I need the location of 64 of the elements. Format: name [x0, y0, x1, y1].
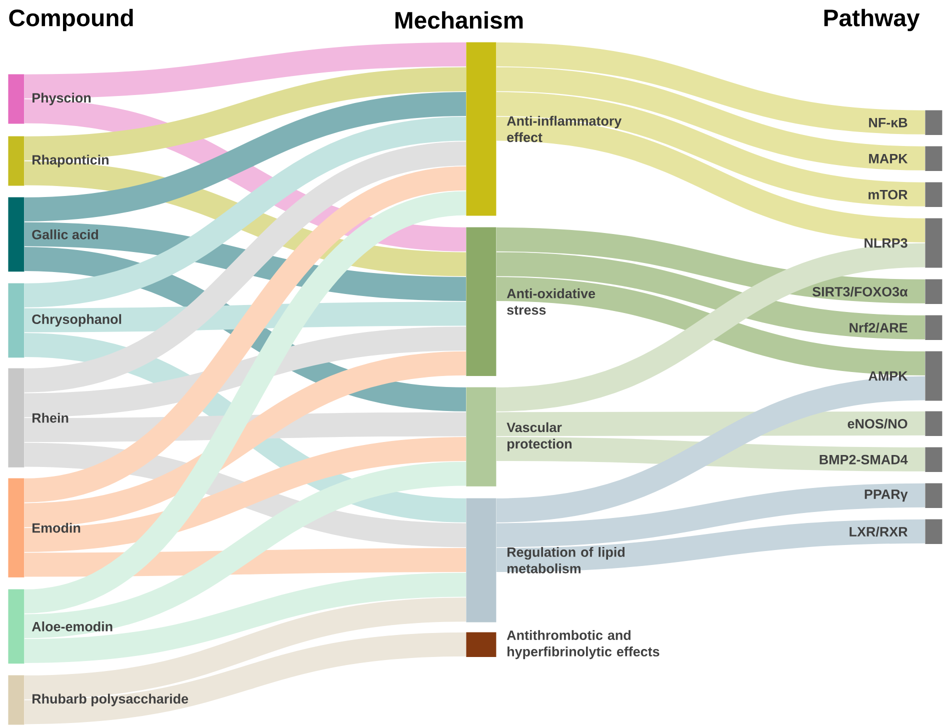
sankey-bar: [466, 387, 496, 486]
flow-band: [24, 42, 466, 98]
node-label: NF-κB: [869, 118, 908, 128]
sankey-bar: [925, 351, 942, 401]
sankey-bar: [466, 632, 496, 657]
node-label: BMP2-SMAD4: [820, 454, 908, 464]
node-label: MAPK: [869, 154, 908, 164]
node-label: Aloe-emodin: [32, 621, 112, 632]
sankey-bar: [925, 483, 942, 508]
node-label: Antithrombotic and hyperfibrinolytic effects: [506, 630, 660, 660]
node-label: Physcion: [32, 92, 91, 106]
node-label: mTOR: [868, 190, 908, 200]
node-label: Anti-oxidative stress: [506, 288, 596, 315]
sankey-bar: [925, 519, 942, 544]
flow-band: [496, 252, 926, 340]
sankey-bar: [925, 218, 942, 268]
node-label: eNOS/NO: [848, 418, 908, 429]
sankey-bar: [8, 675, 24, 725]
sankey-bar: [925, 315, 942, 340]
flow-band: [24, 222, 466, 301]
flow-band: [24, 572, 466, 663]
sankey-bar: [925, 447, 942, 472]
node-label: Emodin: [32, 522, 80, 533]
column-header: Pathway: [824, 8, 920, 32]
flow-band: [22, 166, 468, 502]
sankey-bar: [8, 136, 24, 186]
node-label: SIRT3/FOXO3α: [812, 286, 908, 297]
node-label: Regulation of lipid metabolism: [508, 547, 624, 574]
flow-band: [22, 191, 468, 614]
sankey-bar: [8, 478, 24, 578]
sankey-bar: [925, 411, 942, 436]
sankey-bar: [8, 74, 24, 124]
flow-band: [496, 411, 925, 436]
node-label: Rhubarb polysaccharide: [32, 694, 188, 706]
flow-band: [24, 598, 466, 700]
sankey-bar: [8, 283, 24, 358]
flow-band: [496, 483, 926, 548]
sankey-bar: [925, 146, 942, 171]
sankey-bar: [925, 279, 942, 304]
node-label: NLRP3: [864, 238, 908, 248]
node-label: Rhein: [32, 412, 68, 423]
node-label: Vascular protection: [506, 422, 572, 452]
flow-band: [24, 632, 466, 724]
flow-band: [24, 326, 466, 418]
node-label: Chrysophanol: [32, 314, 122, 327]
sankey-bar: [466, 498, 496, 622]
node-label: Gallic acid: [32, 229, 98, 240]
flow-band: [23, 142, 468, 392]
node-label: PPARγ: [864, 490, 908, 502]
sankey-bar: [925, 110, 942, 135]
flow-band: [496, 519, 926, 572]
sankey-bar: [925, 182, 942, 207]
node-label: Nrf2/ARE: [850, 322, 908, 333]
node-label: AMPK: [868, 371, 908, 381]
node-label: LXR/RXR: [850, 526, 908, 537]
sankey-bar: [8, 368, 24, 468]
sankey-bar: [466, 227, 496, 376]
sankey-bar: [466, 42, 496, 216]
sankey-bar: [8, 589, 24, 664]
flow-band: [24, 548, 466, 577]
flow-band: [24, 302, 466, 332]
column-header: Compound: [9, 8, 133, 32]
sankey-bar: [8, 197, 24, 272]
flow-band: [24, 462, 467, 638]
